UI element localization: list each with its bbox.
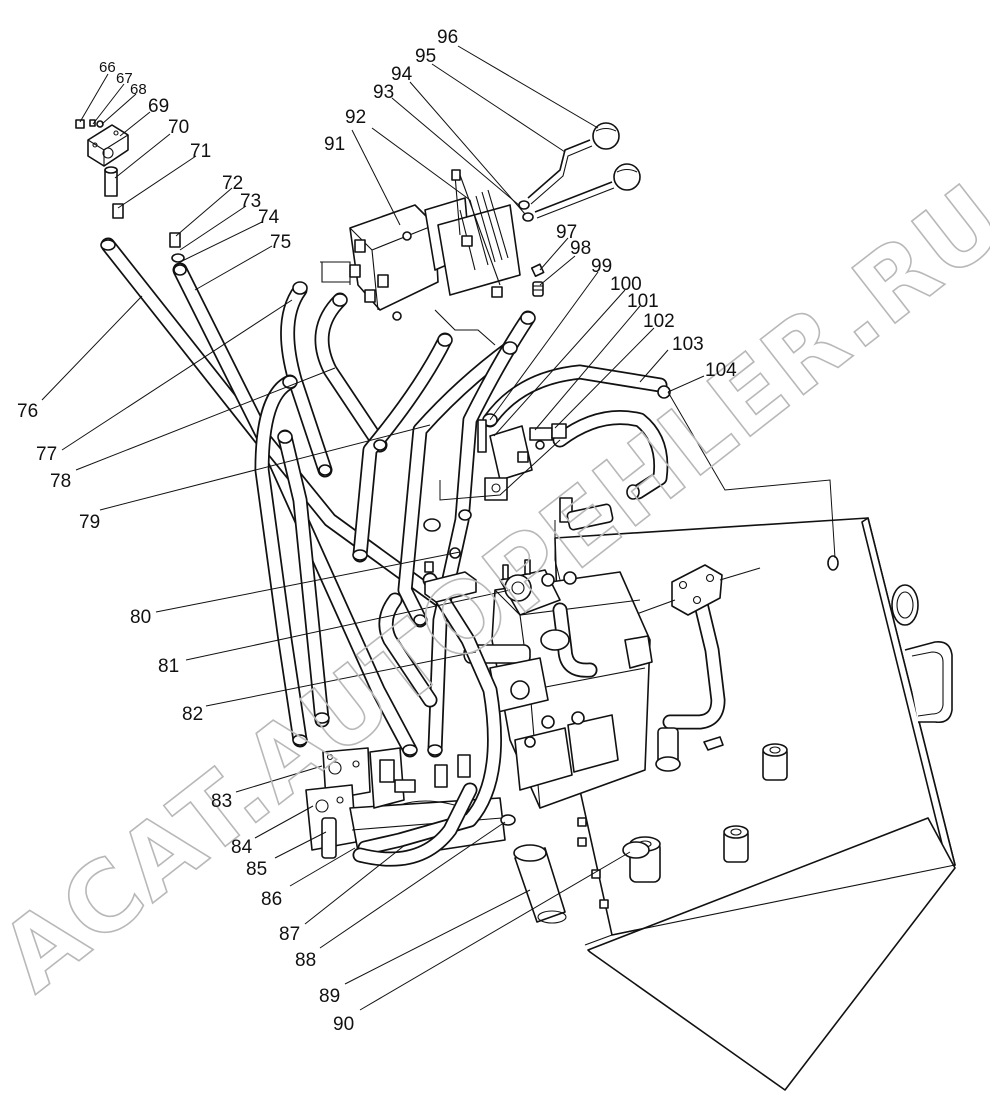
- hose-fittings: [100, 239, 671, 756]
- hydraulic-tank: [554, 517, 956, 1091]
- small-fittings: [530, 263, 545, 297]
- callout-86: 86: [261, 889, 282, 910]
- callout-77: 77: [36, 444, 57, 465]
- callout-103: 103: [672, 334, 704, 355]
- callout-101: 101: [627, 291, 659, 312]
- callout-89: 89: [319, 986, 340, 1007]
- callout-66: 66: [99, 59, 116, 76]
- callout-93: 93: [373, 82, 394, 103]
- callout-72: 72: [222, 173, 243, 194]
- callout-92: 92: [345, 107, 366, 128]
- callout-69: 69: [148, 96, 169, 117]
- callout-88: 88: [295, 950, 316, 971]
- callout-81: 81: [158, 656, 179, 677]
- main-control-valve: [463, 497, 653, 809]
- callout-78: 78: [50, 471, 71, 492]
- bracket-80: [424, 547, 477, 603]
- callout-87: 87: [279, 924, 300, 945]
- callout-100: 100: [610, 274, 642, 295]
- tee-fitting-assembly: [75, 119, 185, 263]
- callout-94: 94: [391, 64, 413, 85]
- callout-90: 90: [333, 1014, 354, 1035]
- callout-104: 104: [705, 360, 737, 381]
- callout-98: 98: [570, 238, 591, 259]
- callout-76: 76: [17, 401, 38, 422]
- callout-84: 84: [231, 837, 253, 858]
- callout-71: 71: [190, 141, 211, 162]
- callout-82: 82: [182, 704, 203, 725]
- callout-99: 99: [591, 256, 612, 277]
- relief-valve-block: [477, 419, 567, 501]
- callout-91: 91: [324, 134, 345, 155]
- callout-80: 80: [130, 607, 151, 628]
- callout-70: 70: [168, 117, 189, 138]
- leader-lines: [41, 45, 836, 1011]
- callout-96: 96: [437, 27, 458, 48]
- callout-102: 102: [643, 311, 675, 332]
- callout-73: 73: [240, 191, 261, 212]
- pilot-control-valve: [320, 169, 521, 346]
- callout-95: 95: [415, 46, 436, 67]
- callout-labels: 66 67 68 69 70 71 72 73 74 75 76 77 78 7…: [17, 27, 737, 1035]
- callout-97: 97: [556, 222, 577, 243]
- callout-68: 68: [130, 81, 147, 98]
- suction-pipe: [619, 564, 761, 772]
- callout-85: 85: [246, 859, 267, 880]
- control-levers: [518, 122, 641, 222]
- callout-67: 67: [116, 70, 133, 87]
- callout-79: 79: [79, 512, 100, 533]
- callout-83: 83: [211, 791, 232, 812]
- callout-74: 74: [258, 207, 280, 228]
- callout-75: 75: [270, 232, 291, 253]
- filter-canister: [513, 841, 650, 924]
